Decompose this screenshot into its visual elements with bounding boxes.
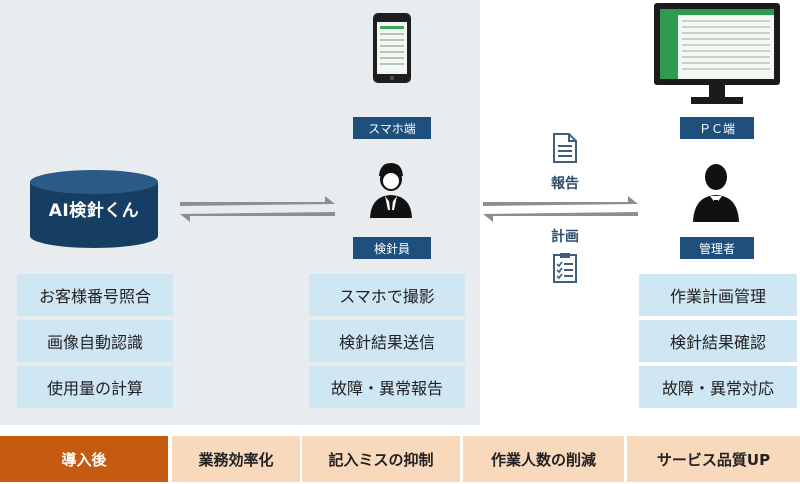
benefit-3: 作業人数の削減 xyxy=(463,436,624,482)
exchange-arrows-icon xyxy=(483,196,638,222)
ai-feature-3: 使用量の計算 xyxy=(17,366,173,408)
smartphone-label: スマホ端 xyxy=(353,117,431,139)
reader-feature-2: 検針結果送信 xyxy=(309,320,465,362)
manager-feature-2: 検針結果確認 xyxy=(639,320,797,362)
system-name: AI検針くん xyxy=(48,201,140,221)
report-label: 報告 xyxy=(551,176,579,192)
exchange-arrows-icon xyxy=(180,196,335,222)
reader-feature-3: 故障・異常報告 xyxy=(309,366,465,408)
database-cylinder-icon xyxy=(30,170,158,248)
pc-monitor-icon xyxy=(654,3,780,104)
benefits-bar: 導入後 業務効率化 記入ミスの抑制 作業人数の削減 サービス品質UP xyxy=(0,436,800,482)
manager-icon xyxy=(693,164,739,222)
ai-feature-2: 画像自動認識 xyxy=(17,320,173,362)
ai-feature-1: お客様番号照合 xyxy=(17,274,173,316)
benefits-header: 導入後 xyxy=(0,436,168,482)
manager-label: 管理者 xyxy=(680,237,754,259)
pc-label: ＰＣ端 xyxy=(680,117,754,139)
smartphone-icon xyxy=(373,13,411,83)
manager-feature-1: 作業計画管理 xyxy=(639,274,797,316)
manager-feature-3: 故障・異常対応 xyxy=(639,366,797,408)
report-document-icon xyxy=(553,133,577,163)
meter-reader-label: 検針員 xyxy=(353,237,431,259)
reader-feature-1: スマホで撮影 xyxy=(309,274,465,316)
meter-reader-icon xyxy=(370,163,412,218)
benefit-4: サービス品質UP xyxy=(627,436,800,482)
benefit-2: 記入ミスの抑制 xyxy=(302,436,460,482)
plan-checklist-icon xyxy=(553,253,577,283)
plan-label: 計画 xyxy=(551,229,579,245)
benefit-1: 業務効率化 xyxy=(172,436,300,482)
